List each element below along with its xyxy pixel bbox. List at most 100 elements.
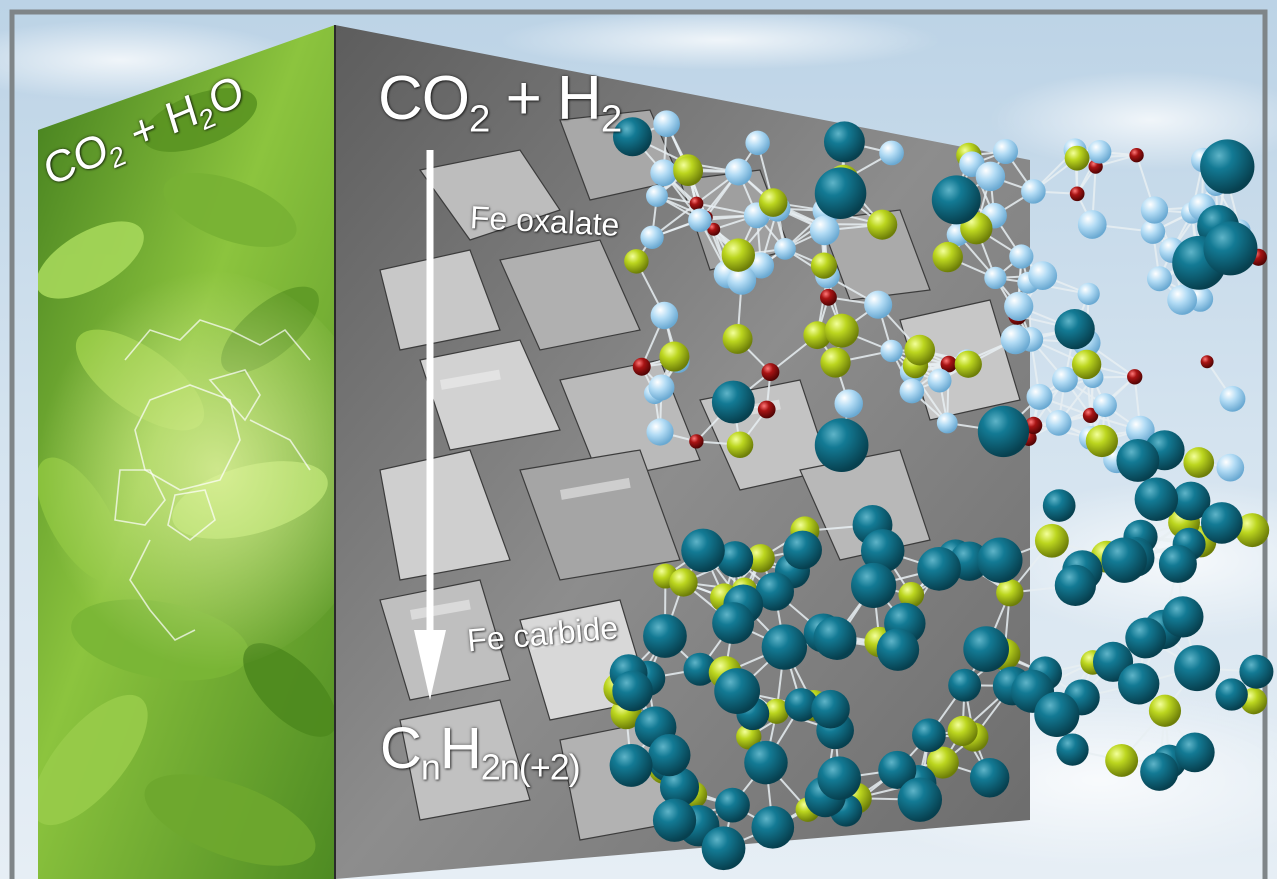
o-atom bbox=[820, 288, 837, 306]
o-atom bbox=[707, 222, 721, 236]
fe-atom bbox=[814, 418, 869, 472]
c-atom bbox=[803, 321, 832, 350]
molecule-oxalate bbox=[612, 110, 1267, 482]
c-atom bbox=[721, 238, 756, 272]
h-atom bbox=[727, 265, 757, 295]
fe-atom bbox=[817, 756, 862, 801]
c-atom bbox=[898, 581, 925, 608]
h-atom bbox=[1009, 244, 1034, 269]
c-atom bbox=[904, 334, 936, 366]
fe-atom bbox=[1125, 617, 1167, 659]
fe-atom bbox=[783, 530, 822, 570]
fe-atom bbox=[1116, 439, 1160, 482]
h-atom bbox=[1077, 210, 1107, 239]
molecule-carbide bbox=[603, 477, 1274, 871]
frame-border bbox=[9, 9, 1268, 879]
o-atom bbox=[632, 357, 651, 376]
fe-atom bbox=[969, 758, 1010, 798]
fe-atom bbox=[963, 626, 1009, 672]
h-atom bbox=[1140, 219, 1166, 244]
fe-atom bbox=[811, 689, 850, 729]
fe-atom bbox=[1134, 477, 1179, 521]
fe-atom bbox=[612, 670, 653, 712]
fe-atom bbox=[823, 121, 865, 163]
h-atom bbox=[650, 301, 679, 330]
o-atom bbox=[761, 363, 780, 382]
h-atom bbox=[650, 159, 678, 187]
h-atom bbox=[936, 412, 958, 434]
fe-atom bbox=[1117, 663, 1160, 705]
o-atom bbox=[1129, 148, 1144, 163]
molecule-drawing bbox=[114, 319, 311, 641]
c-atom bbox=[1085, 424, 1118, 458]
fe-atom bbox=[897, 777, 943, 822]
fe-atom bbox=[714, 668, 761, 714]
c-atom bbox=[926, 746, 959, 779]
h-atom bbox=[984, 266, 1007, 290]
fe-atom bbox=[876, 628, 920, 671]
fe-atom bbox=[1158, 544, 1197, 583]
c-atom bbox=[1183, 447, 1215, 478]
h-atom bbox=[864, 290, 893, 319]
fe-atom bbox=[683, 652, 717, 686]
o-atom bbox=[757, 400, 776, 419]
fe-atom bbox=[1101, 537, 1147, 583]
h-atom bbox=[653, 110, 680, 138]
h-atom bbox=[1140, 196, 1169, 224]
h-atom bbox=[1216, 453, 1245, 482]
c-atom bbox=[810, 252, 838, 279]
c-atom bbox=[736, 724, 762, 750]
c-atom bbox=[932, 241, 963, 273]
h-atom bbox=[1093, 393, 1117, 418]
fe-atom bbox=[814, 167, 867, 219]
h-atom bbox=[646, 185, 668, 207]
fe-atom bbox=[761, 624, 808, 670]
c-atom bbox=[1034, 523, 1069, 558]
fe-atom bbox=[912, 718, 946, 753]
product-label: CnH2n(+2) bbox=[380, 716, 581, 788]
fe-atom bbox=[751, 806, 795, 849]
fe-atom bbox=[1042, 489, 1076, 522]
h-atom bbox=[880, 339, 903, 363]
h-atom bbox=[1077, 282, 1100, 306]
fe-atom bbox=[1054, 309, 1095, 350]
h-atom bbox=[1126, 415, 1155, 445]
o-atom bbox=[1069, 186, 1085, 202]
h-atom bbox=[809, 215, 840, 246]
fe-atom bbox=[1200, 139, 1255, 194]
top-reactants-label: CO2 + H2 bbox=[378, 64, 622, 141]
c-atom bbox=[824, 313, 859, 348]
fe-atom bbox=[851, 562, 897, 609]
h-atom bbox=[1052, 366, 1078, 393]
fe-atom bbox=[1200, 502, 1243, 544]
fe-atom bbox=[716, 541, 754, 578]
fe-atom bbox=[712, 602, 755, 645]
fe-atom bbox=[1171, 481, 1211, 521]
h-atom bbox=[1000, 324, 1031, 355]
h-atom bbox=[975, 161, 1006, 192]
o-atom bbox=[689, 434, 704, 449]
c-atom bbox=[1235, 513, 1270, 548]
fe-atom bbox=[659, 767, 700, 807]
c-atom bbox=[722, 323, 753, 354]
fe-atom bbox=[715, 787, 750, 823]
h-atom bbox=[688, 208, 712, 233]
h-atom bbox=[834, 389, 863, 418]
o-atom bbox=[1200, 355, 1214, 369]
fe-atom bbox=[612, 117, 652, 157]
h-atom bbox=[1087, 139, 1112, 164]
fe-oxalate-label: Fe oxalate bbox=[469, 199, 621, 243]
h-atom bbox=[927, 368, 952, 393]
c-atom bbox=[669, 568, 698, 597]
h-atom bbox=[879, 140, 904, 166]
h-atom bbox=[646, 418, 674, 446]
fe-atom bbox=[977, 405, 1030, 458]
c-atom bbox=[758, 188, 788, 217]
c-atom bbox=[954, 350, 982, 378]
fe-atom bbox=[813, 616, 857, 660]
c-atom bbox=[1105, 744, 1139, 777]
c-atom bbox=[673, 156, 704, 186]
fe-atom bbox=[917, 546, 961, 591]
c-atom bbox=[820, 347, 851, 378]
